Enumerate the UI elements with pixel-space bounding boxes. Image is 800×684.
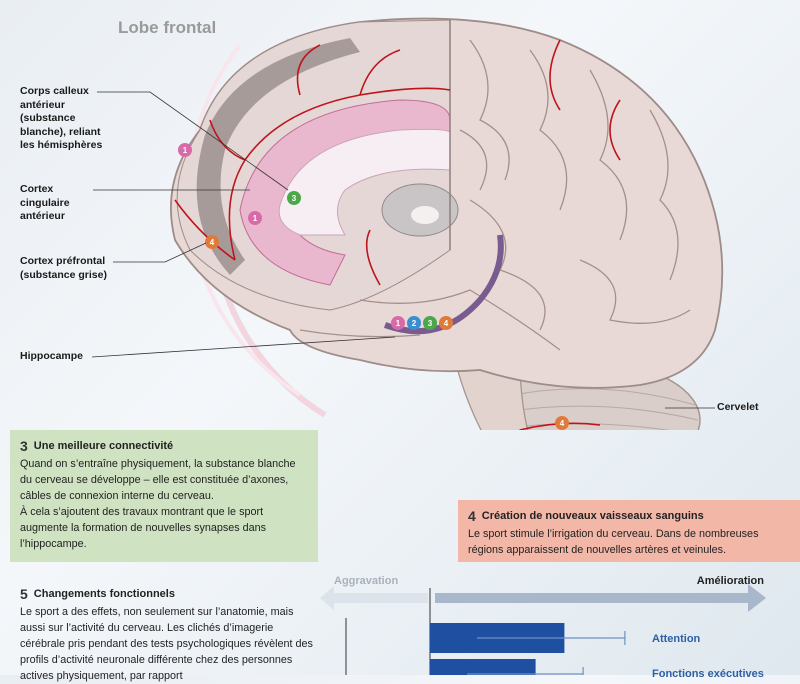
bar-label-attention: Attention [652, 633, 701, 645]
box4-number: 4 [468, 508, 476, 524]
box5-text: Le sport a des effets, non seulement sur… [20, 606, 313, 682]
badge-2-hippo [407, 316, 421, 330]
bar-label-executive: Fonctions exécutives [652, 668, 764, 680]
svg-text:4: 4 [560, 419, 565, 428]
box-vessels: 4 Création de nouveaux vaisseaux sanguins… [458, 500, 800, 562]
label-corps-calleux: Corps calleux antérieur (substance blanc… [20, 85, 103, 151]
svg-text:3: 3 [292, 194, 297, 203]
grey-matter-band [196, 38, 360, 275]
leader-lines [91, 91, 715, 409]
badge-1-cortex [178, 143, 192, 157]
scale-svg [320, 584, 766, 675]
box-functional: 5 Changements fonctionnels Le sport a des… [10, 578, 330, 682]
badge-1-hippo [391, 316, 405, 330]
box5-title: Changements fonctionnels [33, 588, 175, 600]
effect-scale: Aggravation Amélioration Attention Fonct… [320, 570, 800, 680]
svg-text:1: 1 [253, 214, 258, 223]
badge-3-callosum [287, 191, 301, 205]
box4-text: Le sport stimule l’irrigation du cerveau… [468, 528, 759, 556]
box-connectivity: 3 Une meilleure connectivité Quand on s’e… [10, 430, 318, 562]
aggravation-label: Aggravation [334, 575, 399, 587]
amelioration-label: Amélioration [696, 575, 764, 587]
svg-text:1: 1 [183, 146, 188, 155]
hippocampus [383, 234, 504, 335]
badge-1-cingulate [248, 211, 262, 225]
label-cortex-prefrontal: Cortex préfrontal (substance grise) [20, 255, 107, 281]
label-hippocampe: Hippocampe [20, 350, 84, 362]
badge-4-prefrontal [205, 235, 219, 249]
arrow-right [435, 584, 766, 612]
box3-title: Une meilleure connectivité [33, 440, 174, 452]
badges: 1 1 3 4 1 2 3 4 4 [178, 143, 569, 430]
arrow-left [320, 586, 428, 610]
box3-text2: À cela s’ajoutent des travaux montrant q… [20, 506, 267, 550]
brain-illustration: 1 1 3 4 1 2 3 4 4 [91, 17, 724, 430]
svg-text:3: 3 [428, 319, 433, 328]
box5-number: 5 [20, 586, 28, 602]
box3-text1: Quand on s’entraîne physiquement, la sub… [20, 458, 296, 502]
svg-text:4: 4 [210, 238, 215, 247]
corpus-callosum [278, 128, 451, 236]
label-cortex-cingulaire: Cortex cingulaire antérieur [20, 183, 70, 222]
svg-text:4: 4 [444, 319, 449, 328]
lobe-frontal-title: Lobe frontal [118, 18, 217, 37]
svg-text:2: 2 [412, 319, 417, 328]
box3-number: 3 [20, 438, 28, 454]
bar-1 [430, 659, 536, 675]
badge-4-hippo [439, 316, 453, 330]
box4-title: Création de nouveaux vaisseaux sanguins [481, 510, 704, 522]
svg-text:1: 1 [396, 319, 401, 328]
badge-4-cerebellum [555, 416, 569, 430]
label-cervelet: Cervelet [717, 401, 759, 413]
badge-3-hippo [423, 316, 437, 330]
